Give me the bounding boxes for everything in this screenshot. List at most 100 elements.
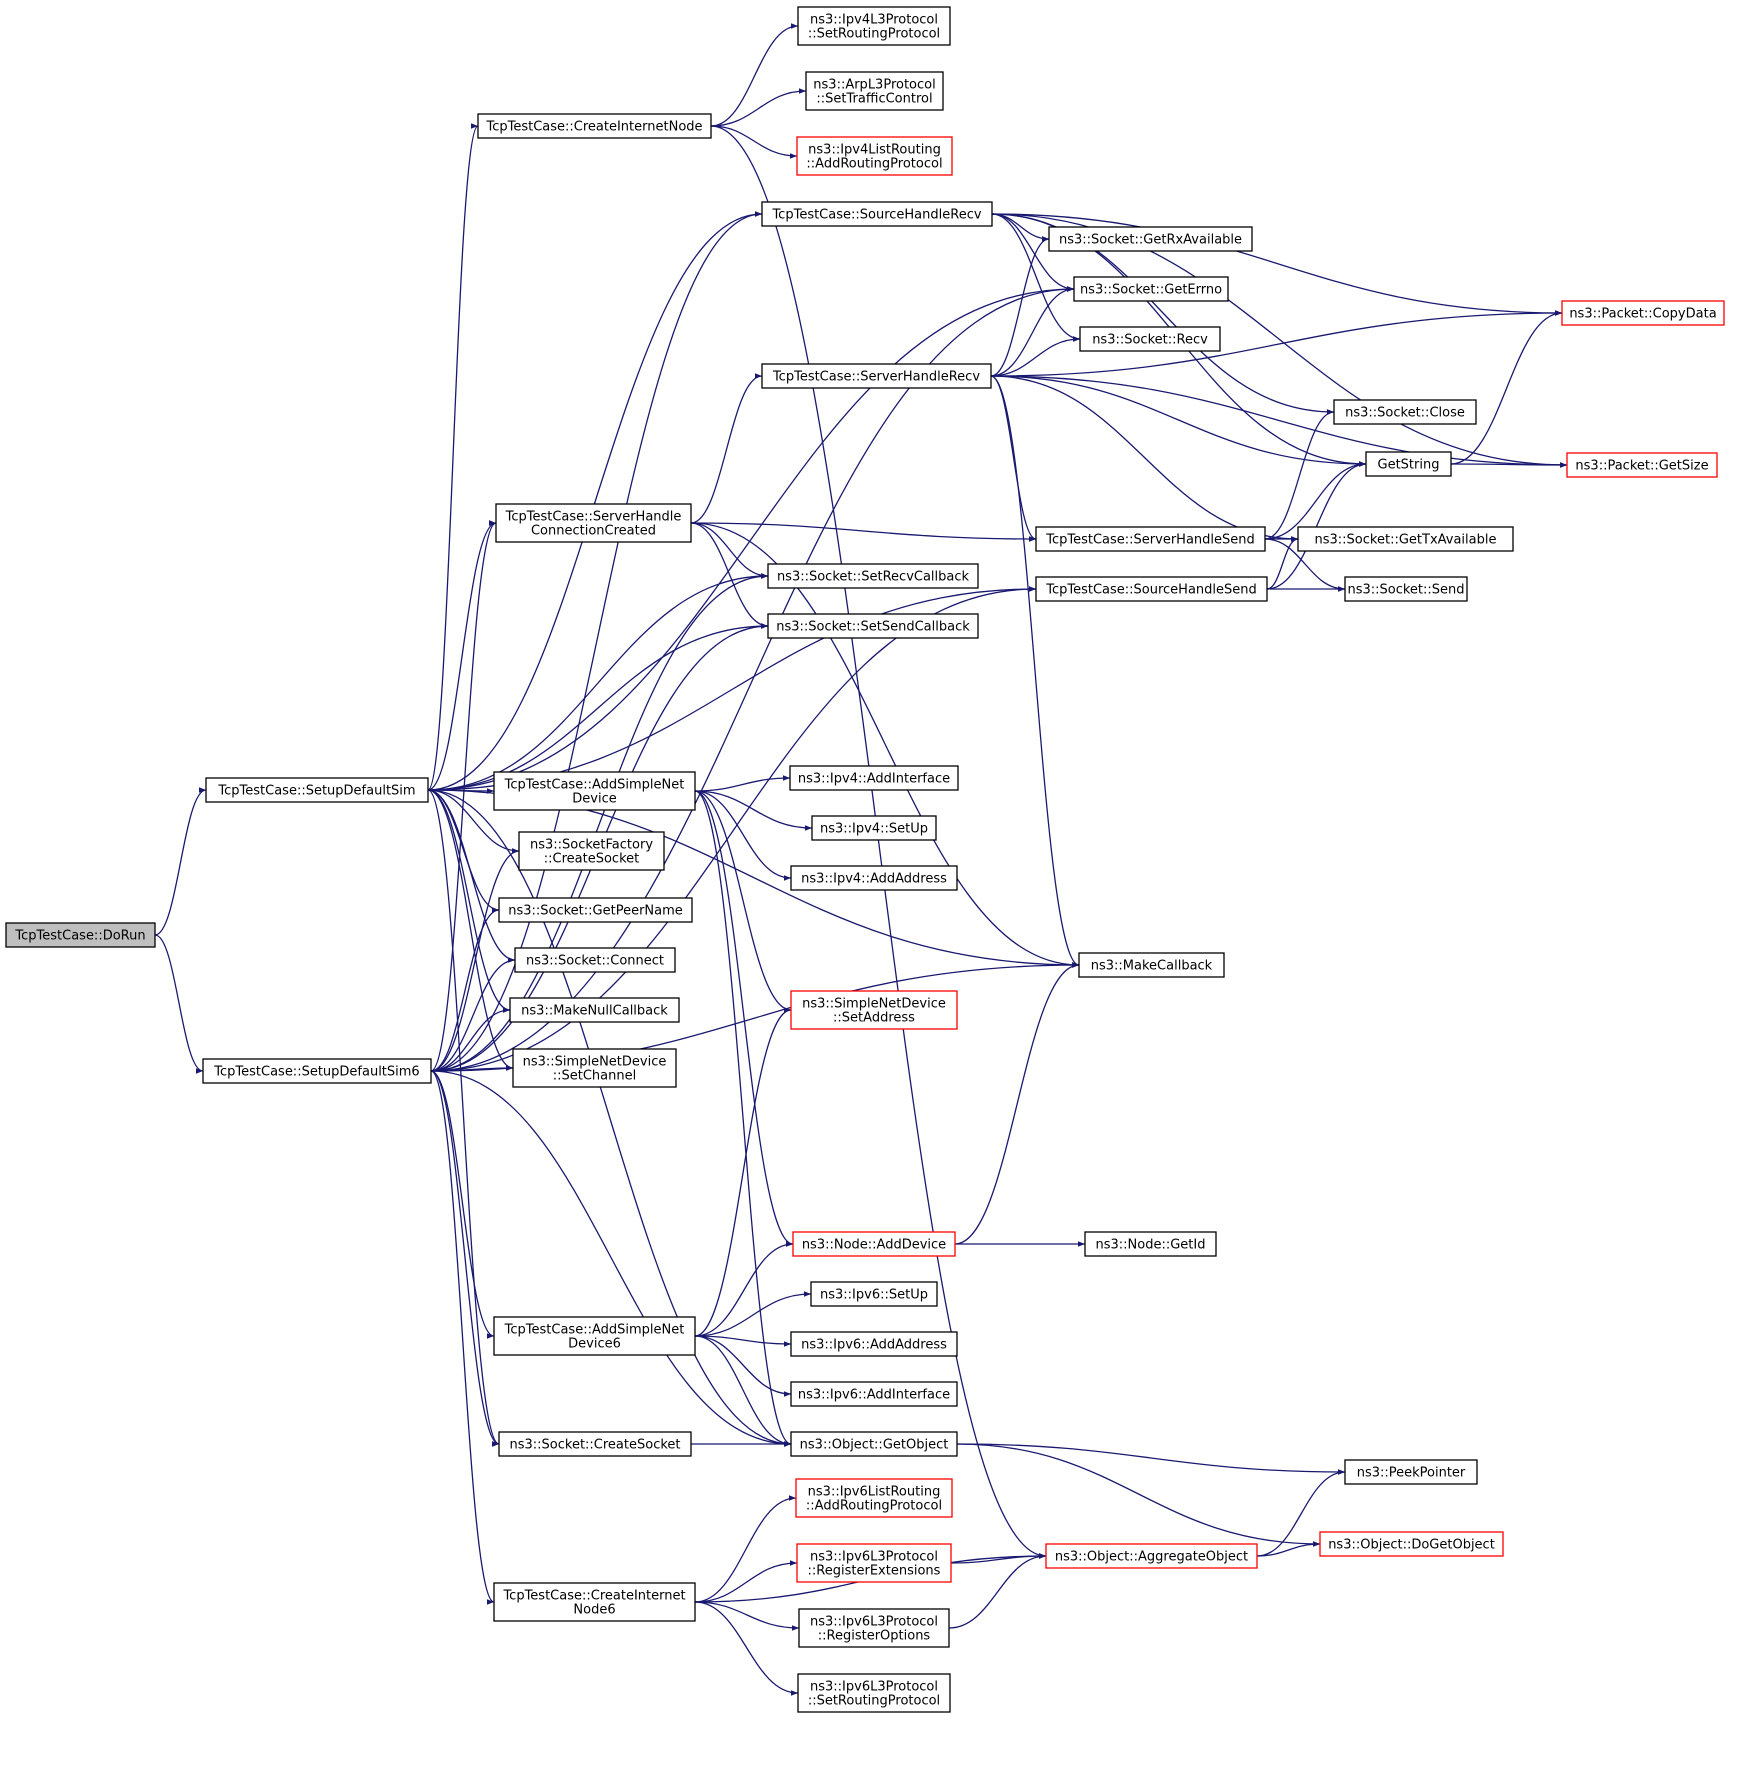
node-box[interactable] <box>1035 576 1268 602</box>
node-nodegetid[interactable]: ns3::Node::GetId <box>1084 1231 1217 1257</box>
node-packetcopydata[interactable]: ns3::Packet::CopyData <box>1561 300 1725 326</box>
node-serverhandleconn[interactable]: TcpTestCase::ServerHandleConnectionCreat… <box>495 503 692 543</box>
node-socketclose[interactable]: ns3::Socket::Close <box>1333 399 1477 425</box>
node-box[interactable] <box>493 771 696 811</box>
node-setupsim[interactable]: TcpTestCase::SetupDefaultSim <box>205 777 429 803</box>
node-box[interactable] <box>767 613 979 639</box>
node-box[interactable] <box>498 1431 692 1457</box>
node-box[interactable] <box>796 136 953 176</box>
node-box[interactable] <box>797 6 951 46</box>
node-box[interactable] <box>1344 1459 1478 1485</box>
node-gettxavailable[interactable]: ns3::Socket::GetTxAvailable <box>1297 526 1514 552</box>
node-ipv4setup[interactable]: ns3::Ipv4::SetUp <box>811 815 937 841</box>
node-box[interactable] <box>1079 326 1221 352</box>
node-registeroptions[interactable]: ns3::Ipv6L3Protocol::RegisterOptions <box>798 1608 950 1648</box>
node-peekpointer[interactable]: ns3::PeekPointer <box>1344 1459 1478 1485</box>
node-ipv6addaddress[interactable]: ns3::Ipv6::AddAddress <box>790 1331 958 1357</box>
node-box[interactable] <box>1035 526 1266 552</box>
node-ipv4addaddress[interactable]: ns3::Ipv4::AddAddress <box>790 865 958 891</box>
node-box[interactable] <box>202 1058 432 1084</box>
node-box[interactable] <box>795 1478 953 1518</box>
node-settrafficcontrol[interactable]: ns3::ArpL3Protocol::SetTrafficControl <box>805 71 944 111</box>
node-connect[interactable]: ns3::Socket::Connect <box>514 947 676 973</box>
node-nodeadddevice[interactable]: ns3::Node::AddDevice <box>792 1231 956 1257</box>
node-box[interactable] <box>1048 226 1253 252</box>
node-box[interactable] <box>761 201 993 227</box>
node-box[interactable] <box>790 865 958 891</box>
node-makenullcallback[interactable]: ns3::MakeNullCallback <box>509 997 680 1023</box>
node-geterrno[interactable]: ns3::Socket::GetErrno <box>1073 276 1229 302</box>
node-box[interactable] <box>493 1582 696 1622</box>
node-ipv6addinterface[interactable]: ns3::Ipv6::AddInterface <box>790 1381 958 1407</box>
node-box[interactable] <box>810 1281 938 1307</box>
node-box[interactable] <box>477 113 712 139</box>
node-box[interactable] <box>1561 300 1725 326</box>
node-box[interactable] <box>797 1673 951 1713</box>
node-box[interactable] <box>1297 526 1514 552</box>
node-box[interactable] <box>205 777 429 803</box>
node-box[interactable] <box>1084 1231 1217 1257</box>
node-packetgetsize[interactable]: ns3::Packet::GetSize <box>1566 452 1718 478</box>
node-box[interactable] <box>790 1381 958 1407</box>
node-setchannel[interactable]: ns3::SimpleNetDevice::SetChannel <box>512 1048 677 1088</box>
node-box[interactable] <box>796 1543 952 1583</box>
node-socketsend[interactable]: ns3::Socket::Send <box>1344 576 1468 602</box>
node-ipv6addroutingprotocol[interactable]: ns3::Ipv6ListRouting::AddRoutingProtocol <box>795 1478 953 1518</box>
node-box[interactable] <box>792 1231 956 1257</box>
node-box[interactable] <box>1344 576 1468 602</box>
node-box[interactable] <box>789 765 959 791</box>
node-ipv6setroutingprotocol[interactable]: ns3::Ipv6L3Protocol::SetRoutingProtocol <box>797 1673 951 1713</box>
node-getrxavailable[interactable]: ns3::Socket::GetRxAvailable <box>1048 226 1253 252</box>
node-ipv4addinterface[interactable]: ns3::Ipv4::AddInterface <box>789 765 959 791</box>
node-box[interactable] <box>1045 1543 1258 1569</box>
node-box[interactable] <box>790 1331 958 1357</box>
node-box[interactable] <box>493 1316 696 1356</box>
node-box[interactable] <box>495 503 692 543</box>
node-getobject[interactable]: ns3::Object::GetObject <box>790 1431 958 1457</box>
node-serverhandlerecv[interactable]: TcpTestCase::ServerHandleRecv <box>761 363 992 389</box>
node-box[interactable] <box>498 897 693 923</box>
node-socketfactory[interactable]: ns3::SocketFactory::CreateSocket <box>518 831 665 871</box>
node-box[interactable] <box>811 815 937 841</box>
node-box[interactable] <box>790 990 958 1030</box>
node-box[interactable] <box>5 922 156 948</box>
node-box[interactable] <box>798 1608 950 1648</box>
node-setrecvcallback[interactable]: ns3::Socket::SetRecvCallback <box>767 563 979 589</box>
node-aggregateobject[interactable]: ns3::Object::AggregateObject <box>1045 1543 1258 1569</box>
node-recv[interactable]: ns3::Socket::Recv <box>1079 326 1221 352</box>
node-getstring[interactable]: GetString <box>1365 451 1452 477</box>
node-box[interactable] <box>1078 952 1225 978</box>
node-box[interactable] <box>790 1431 958 1457</box>
node-box[interactable] <box>805 71 944 111</box>
node-createinternetnode[interactable]: TcpTestCase::CreateInternetNode <box>477 113 712 139</box>
node-setsendcallback[interactable]: ns3::Socket::SetSendCallback <box>767 613 979 639</box>
node-ipv4setroutingprotocol[interactable]: ns3::Ipv4L3Protocol::SetRoutingProtocol <box>797 6 951 46</box>
node-dorun[interactable]: TcpTestCase::DoRun <box>5 922 156 948</box>
node-box[interactable] <box>509 997 680 1023</box>
node-box[interactable] <box>1365 451 1452 477</box>
node-box[interactable] <box>1333 399 1477 425</box>
node-box[interactable] <box>1073 276 1229 302</box>
node-box[interactable] <box>767 563 979 589</box>
node-box[interactable] <box>1566 452 1718 478</box>
node-ipv6setup[interactable]: ns3::Ipv6::SetUp <box>810 1281 938 1307</box>
node-ipv4addroutingprotocol[interactable]: ns3::Ipv4ListRouting::AddRoutingProtocol <box>796 136 953 176</box>
node-box[interactable] <box>761 363 992 389</box>
node-setupsim6[interactable]: TcpTestCase::SetupDefaultSim6 <box>202 1058 432 1084</box>
node-dogetobject[interactable]: ns3::Object::DoGetObject <box>1319 1531 1504 1557</box>
node-sourcehandlerecv[interactable]: TcpTestCase::SourceHandleRecv <box>761 201 993 227</box>
node-createsocket[interactable]: ns3::Socket::CreateSocket <box>498 1431 692 1457</box>
node-registerextensions[interactable]: ns3::Ipv6L3Protocol::RegisterExtensions <box>796 1543 952 1583</box>
node-serverhandlesend[interactable]: TcpTestCase::ServerHandleSend <box>1035 526 1266 552</box>
node-box[interactable] <box>518 831 665 871</box>
node-box[interactable] <box>514 947 676 973</box>
node-getpeername[interactable]: ns3::Socket::GetPeerName <box>498 897 693 923</box>
node-sourcehandlesend[interactable]: TcpTestCase::SourceHandleSend <box>1035 576 1268 602</box>
node-box[interactable] <box>512 1048 677 1088</box>
node-box[interactable] <box>1319 1531 1504 1557</box>
node-makecallback[interactable]: ns3::MakeCallback <box>1078 952 1225 978</box>
node-simplesetaddress[interactable]: ns3::SimpleNetDevice::SetAddress <box>790 990 958 1030</box>
